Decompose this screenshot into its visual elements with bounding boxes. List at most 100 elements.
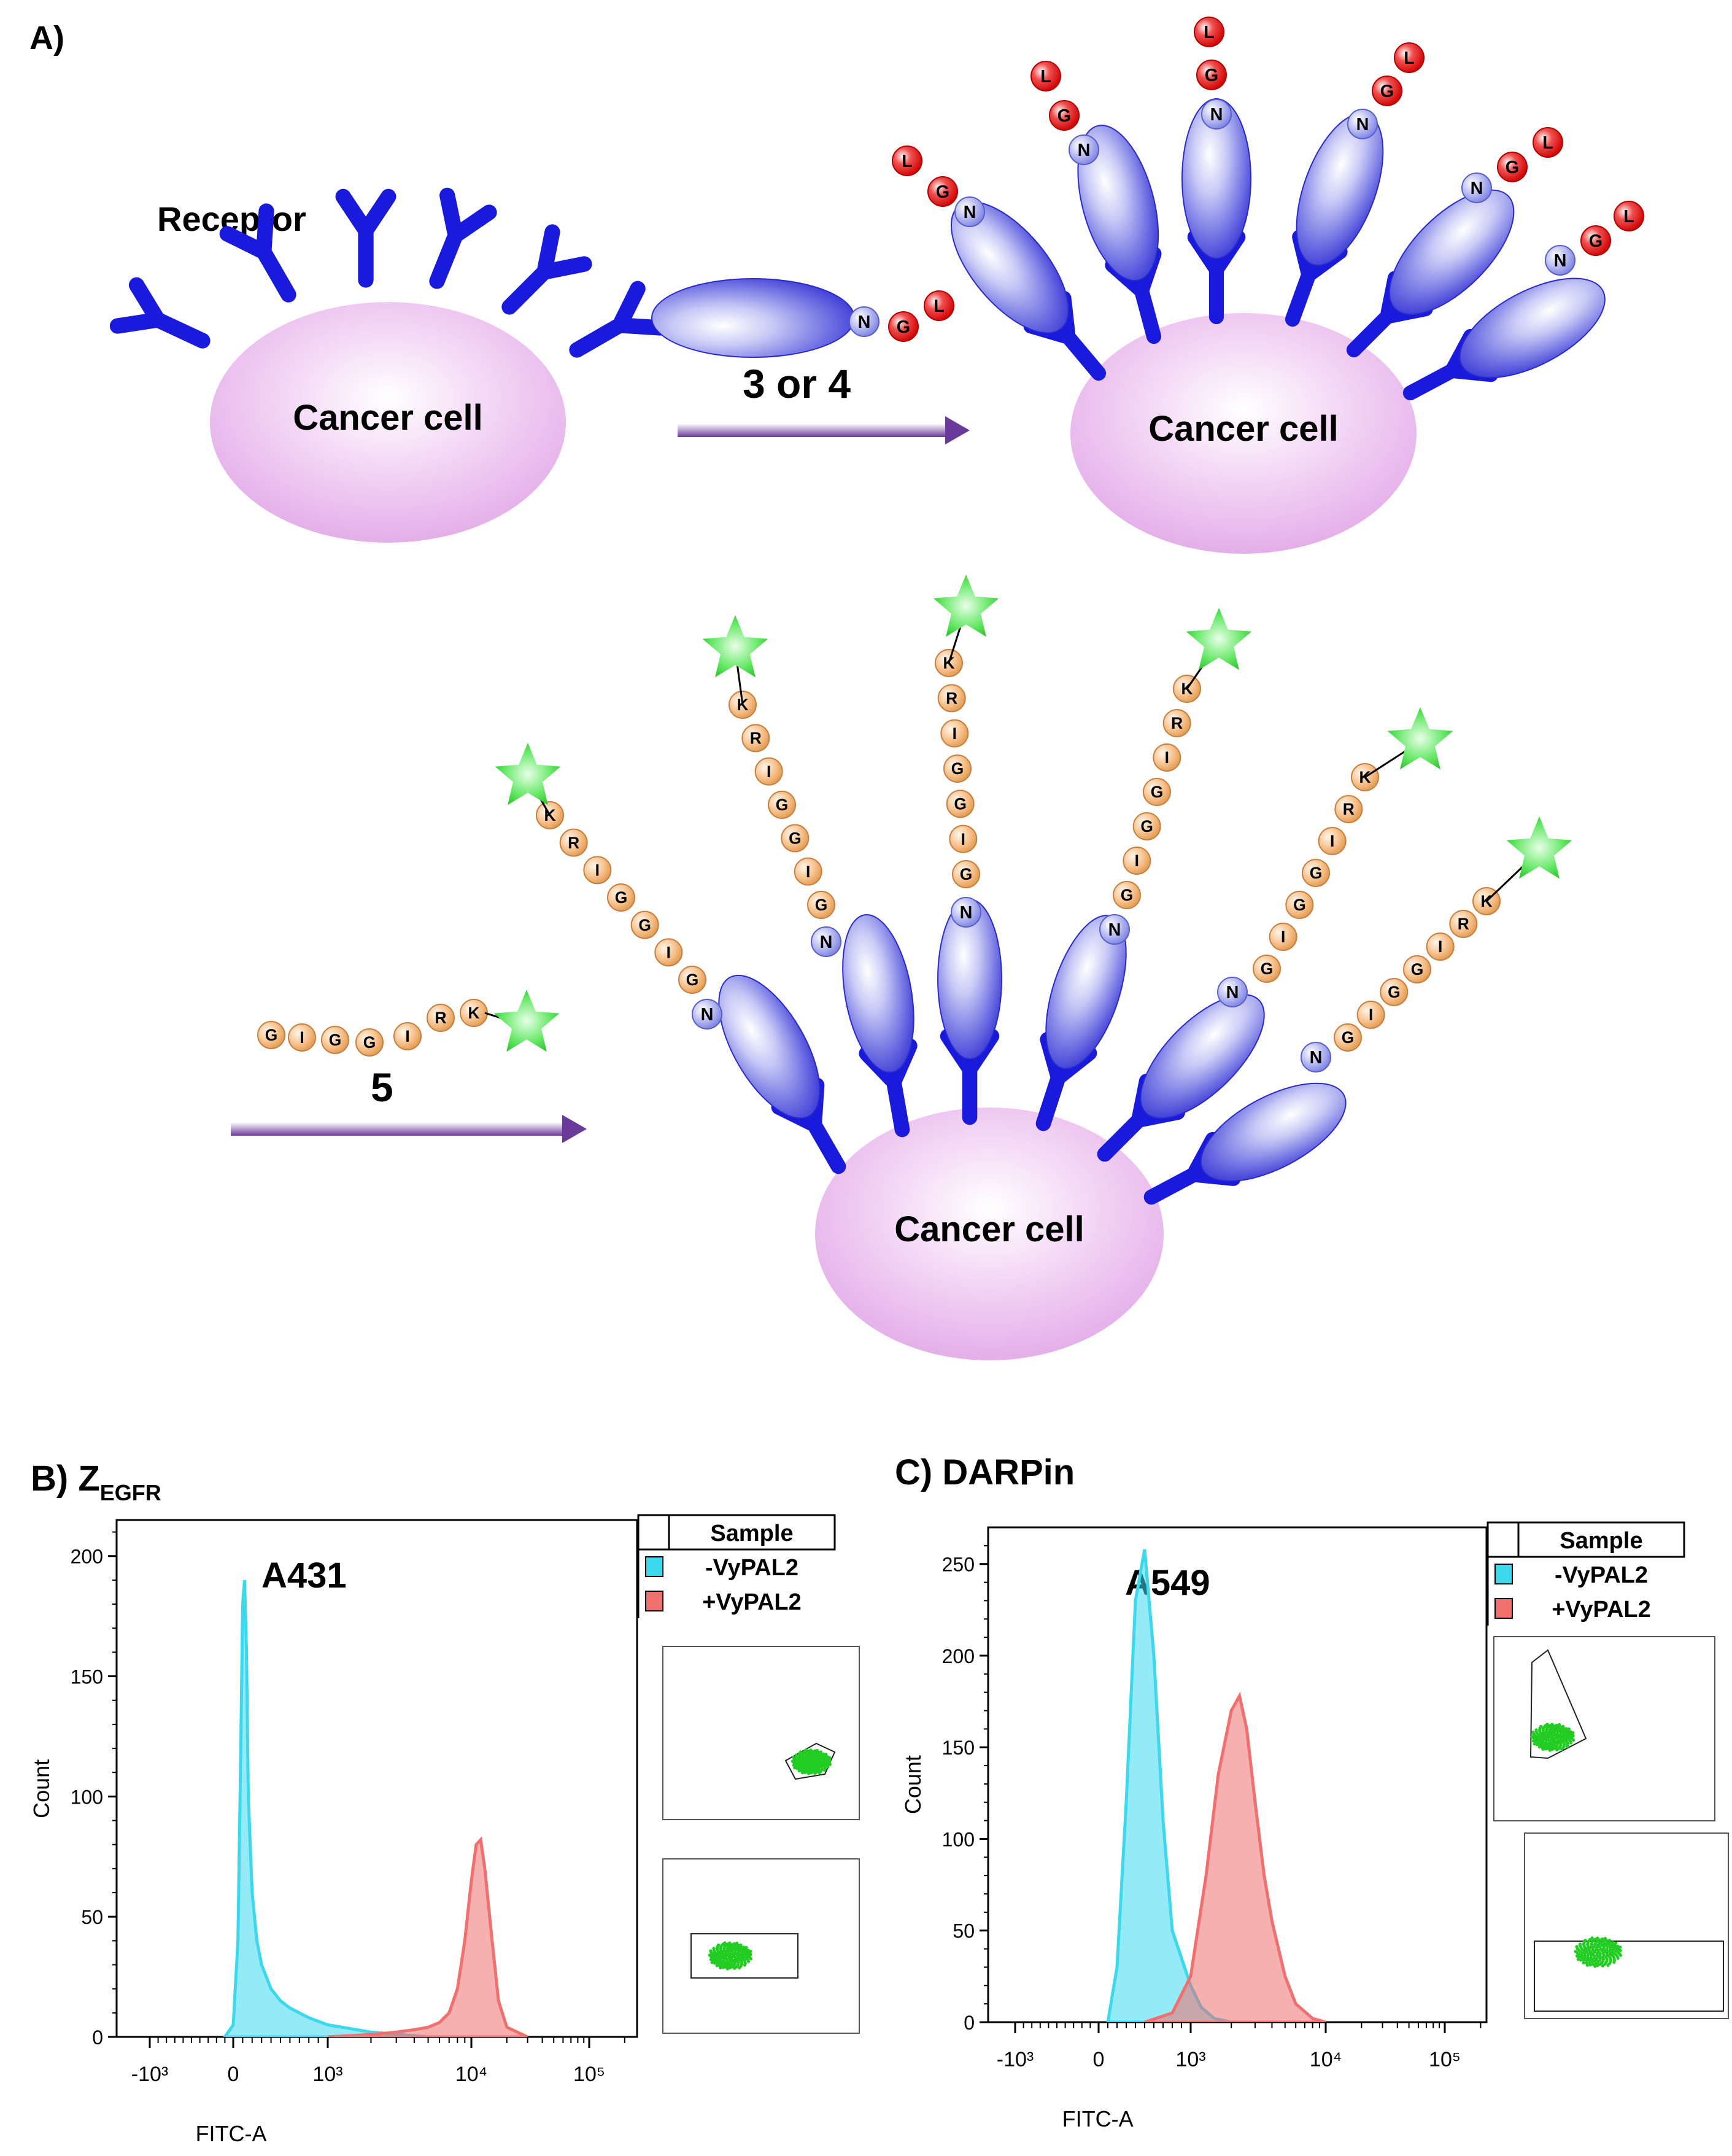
inset-frame: [1524, 1832, 1729, 2019]
residue-label: N: [1108, 920, 1121, 940]
bound-binder-unit: NGL: [1030, 61, 1162, 344]
y-tick-label: 0: [92, 2026, 103, 2049]
event-dot: [1560, 1748, 1564, 1751]
residue-bead: [1123, 847, 1151, 875]
event-dot: [1616, 1944, 1620, 1948]
residue-label: G: [638, 916, 651, 934]
inset-gate: [1529, 1649, 1587, 1759]
residue-label: L: [1542, 133, 1553, 153]
event-dot: [1596, 1936, 1599, 1940]
residue-label: I: [1281, 928, 1285, 946]
event-dot: [794, 1753, 798, 1757]
event-dot: [1534, 1728, 1538, 1732]
receptor-shape: [569, 281, 668, 358]
event-dot: [743, 1963, 747, 1967]
event-dot: [807, 1772, 811, 1775]
cancer-cell: Cancer cell: [815, 1107, 1164, 1360]
residue-bead: [1394, 42, 1425, 73]
event-dot: [803, 1770, 806, 1774]
event-dot: [749, 1957, 753, 1961]
step2-label: 5: [371, 1064, 393, 1110]
residue-label: R: [946, 689, 957, 708]
receptor-shape: [501, 224, 592, 315]
event-dot: [1578, 1942, 1582, 1946]
gating-plot-thumbnail: [662, 1646, 860, 1820]
event-dot: [1555, 1748, 1559, 1751]
cell-body: [1070, 313, 1417, 554]
event-dot: [723, 1941, 727, 1945]
receptor-icon: [501, 224, 592, 315]
residue-label: N: [1356, 115, 1369, 134]
binder-protein: [1077, 125, 1159, 282]
residue-label: G: [1388, 983, 1401, 1001]
event-dot: [1548, 1748, 1552, 1752]
residue-bead: [954, 196, 985, 227]
event-dot: [1531, 1731, 1535, 1734]
residue-bead: [1196, 60, 1227, 90]
event-dot: [1596, 1949, 1600, 1952]
y-tick-label: 0: [964, 2012, 975, 2034]
residue-label: I: [806, 863, 810, 881]
event-dot: [791, 1759, 794, 1763]
y-tick-label: 150: [71, 1666, 103, 1688]
series-layer: [223, 1580, 528, 2037]
residue-bead: [1143, 778, 1171, 806]
residue-label: K: [1480, 892, 1492, 910]
residue-bead: [1201, 99, 1232, 130]
gating-plot-thumbnail: [1493, 1636, 1715, 1821]
chart-title: A431: [261, 1556, 347, 1596]
residue-bead: [355, 1028, 384, 1057]
legend-swatch: [1494, 1598, 1513, 1619]
residue-label: K: [468, 1004, 479, 1022]
event-dot: [1541, 1747, 1545, 1751]
residue-bead: [927, 176, 958, 207]
binder-protein: [1459, 277, 1606, 379]
panel-c-label: C) DARPin: [895, 1452, 1075, 1492]
legend-swatch: [645, 1556, 663, 1577]
event-dot: [1561, 1724, 1565, 1728]
arrow-shaft: [231, 1122, 562, 1136]
cell-label: Cancer cell: [1148, 409, 1339, 449]
residue-label: N: [701, 1005, 714, 1025]
residue-label: G: [960, 865, 973, 883]
residue-bead: [1449, 910, 1478, 938]
residue-label: N: [1471, 179, 1483, 198]
binder-protein: [1388, 189, 1515, 316]
residue-label: N: [820, 933, 833, 952]
residue-label: G: [951, 759, 964, 778]
event-dot: [749, 1950, 752, 1953]
legend-header: [668, 1514, 836, 1551]
event-dot: [1569, 1741, 1573, 1745]
event-dot: [712, 1947, 716, 1950]
event-dot: [735, 1941, 739, 1945]
residue-bead: [1162, 709, 1191, 737]
binder-body: [1200, 1082, 1347, 1182]
event-dot: [1606, 1963, 1610, 1967]
reaction-arrow: [231, 1115, 587, 1143]
residue-label: G: [363, 1033, 376, 1052]
event-dot: [828, 1759, 832, 1762]
residue-bead: [1253, 955, 1281, 983]
residue-label: N: [1554, 251, 1567, 271]
event-dot: [715, 1964, 719, 1968]
residue-bead: [1334, 1023, 1362, 1052]
event-dot: [1583, 1954, 1587, 1958]
residue-label: G: [954, 795, 967, 813]
event-dot: [828, 1756, 832, 1759]
residue-label: G: [776, 796, 789, 814]
residue-bead: [427, 1004, 455, 1032]
binder-protein: [1140, 994, 1265, 1119]
fluorophore-star-icon: [495, 743, 561, 805]
residue-bead: [583, 856, 612, 885]
panel-b-label-sub: EGFR: [100, 1480, 161, 1505]
reaction-arrow: [678, 416, 970, 444]
event-dot: [798, 1750, 802, 1754]
cell-label: Cancer cell: [293, 398, 483, 438]
event-dot: [819, 1750, 822, 1754]
event-dot: [1575, 1954, 1579, 1958]
legend-swatch: [1494, 1564, 1513, 1584]
residue-label: L: [934, 297, 945, 316]
residue-label: G: [686, 971, 699, 989]
residue-bead: [807, 891, 835, 919]
